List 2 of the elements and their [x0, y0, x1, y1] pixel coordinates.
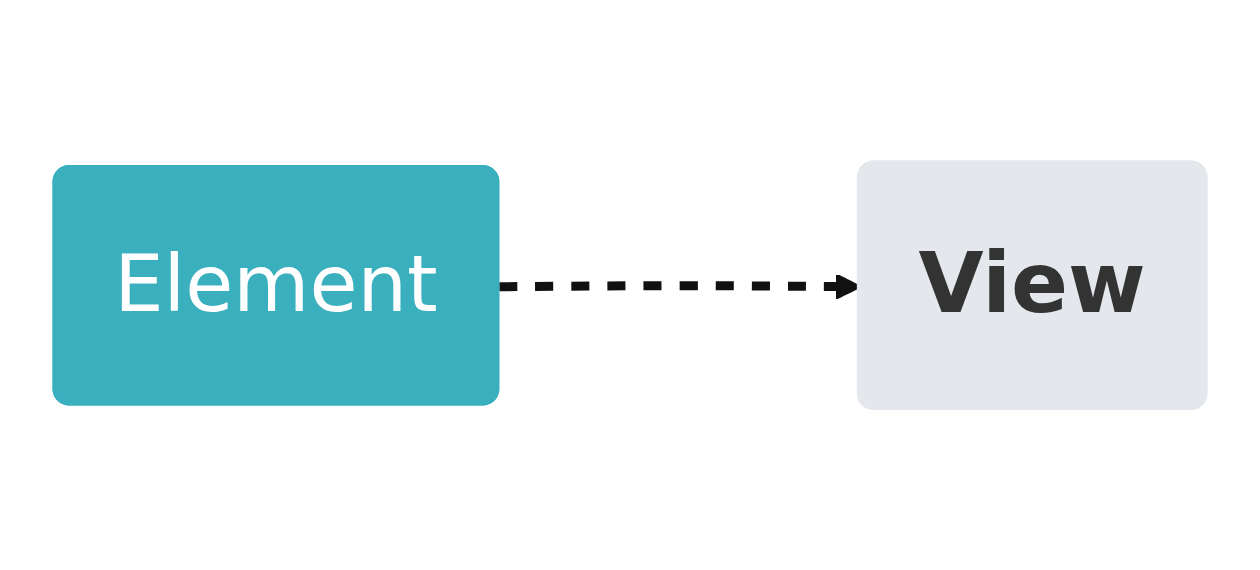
- element-box: Element: [52, 164, 500, 406]
- view-panel: View: [856, 160, 1208, 410]
